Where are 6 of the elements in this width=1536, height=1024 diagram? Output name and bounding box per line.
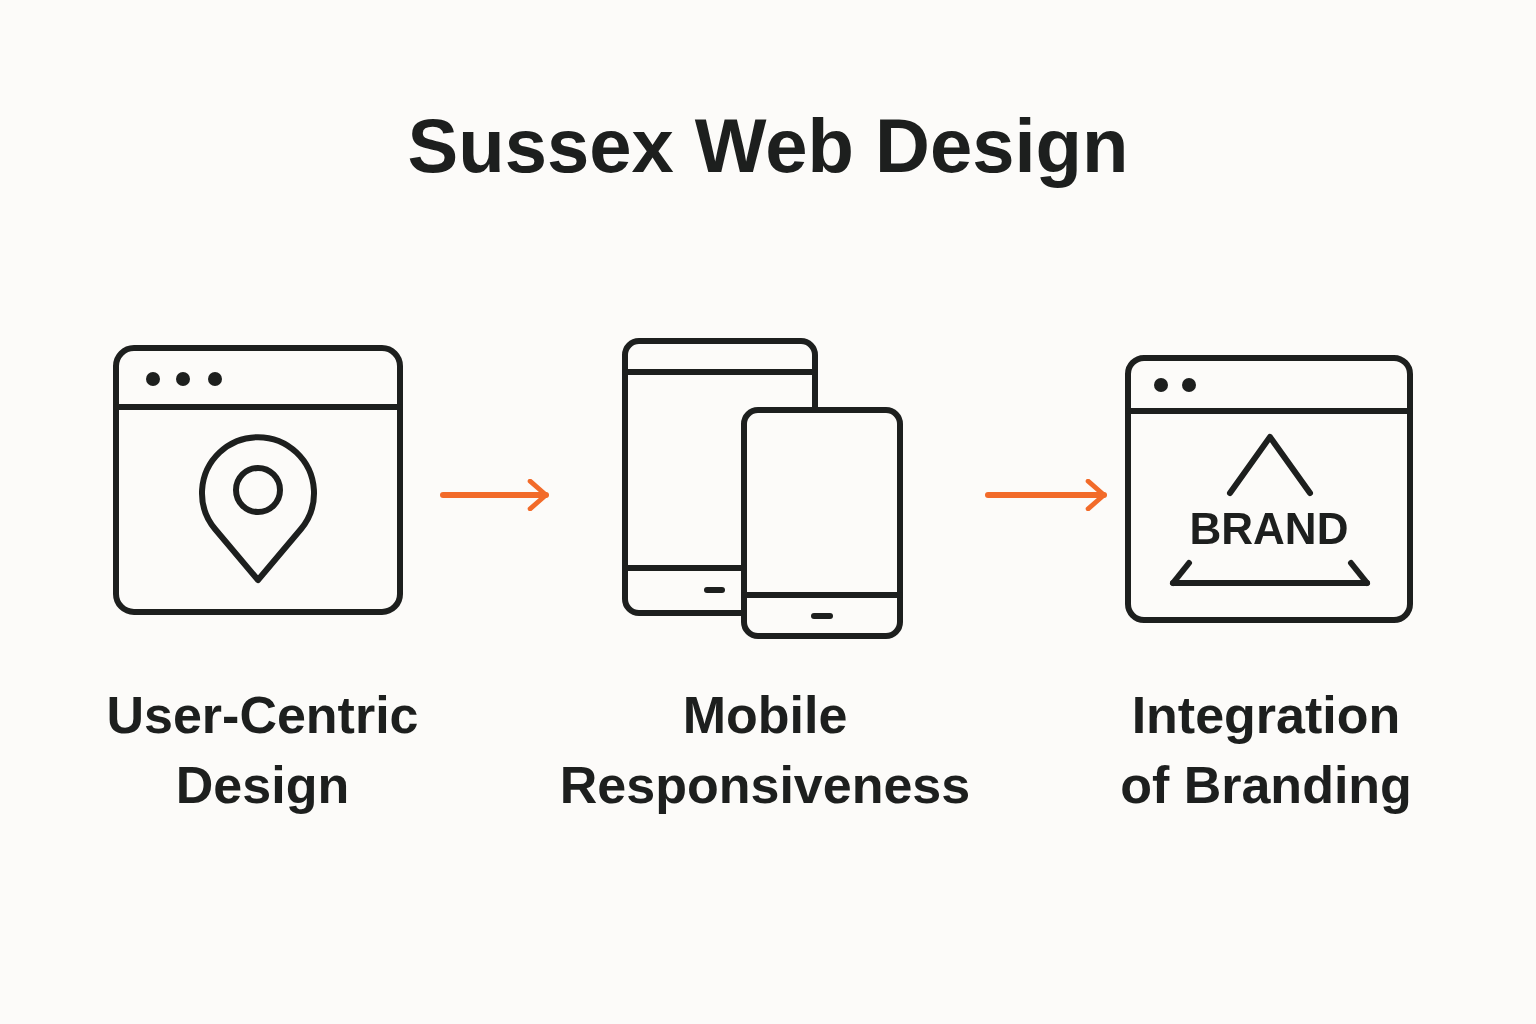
node-label: Mobile Responsiveness (558, 685, 972, 816)
arrow (985, 478, 1107, 512)
icon-text: BRAND (1188, 507, 1350, 551)
arrow (440, 478, 549, 512)
node-label: Integration of Branding (1119, 685, 1413, 816)
node-label: User-Centric Design (105, 685, 420, 816)
